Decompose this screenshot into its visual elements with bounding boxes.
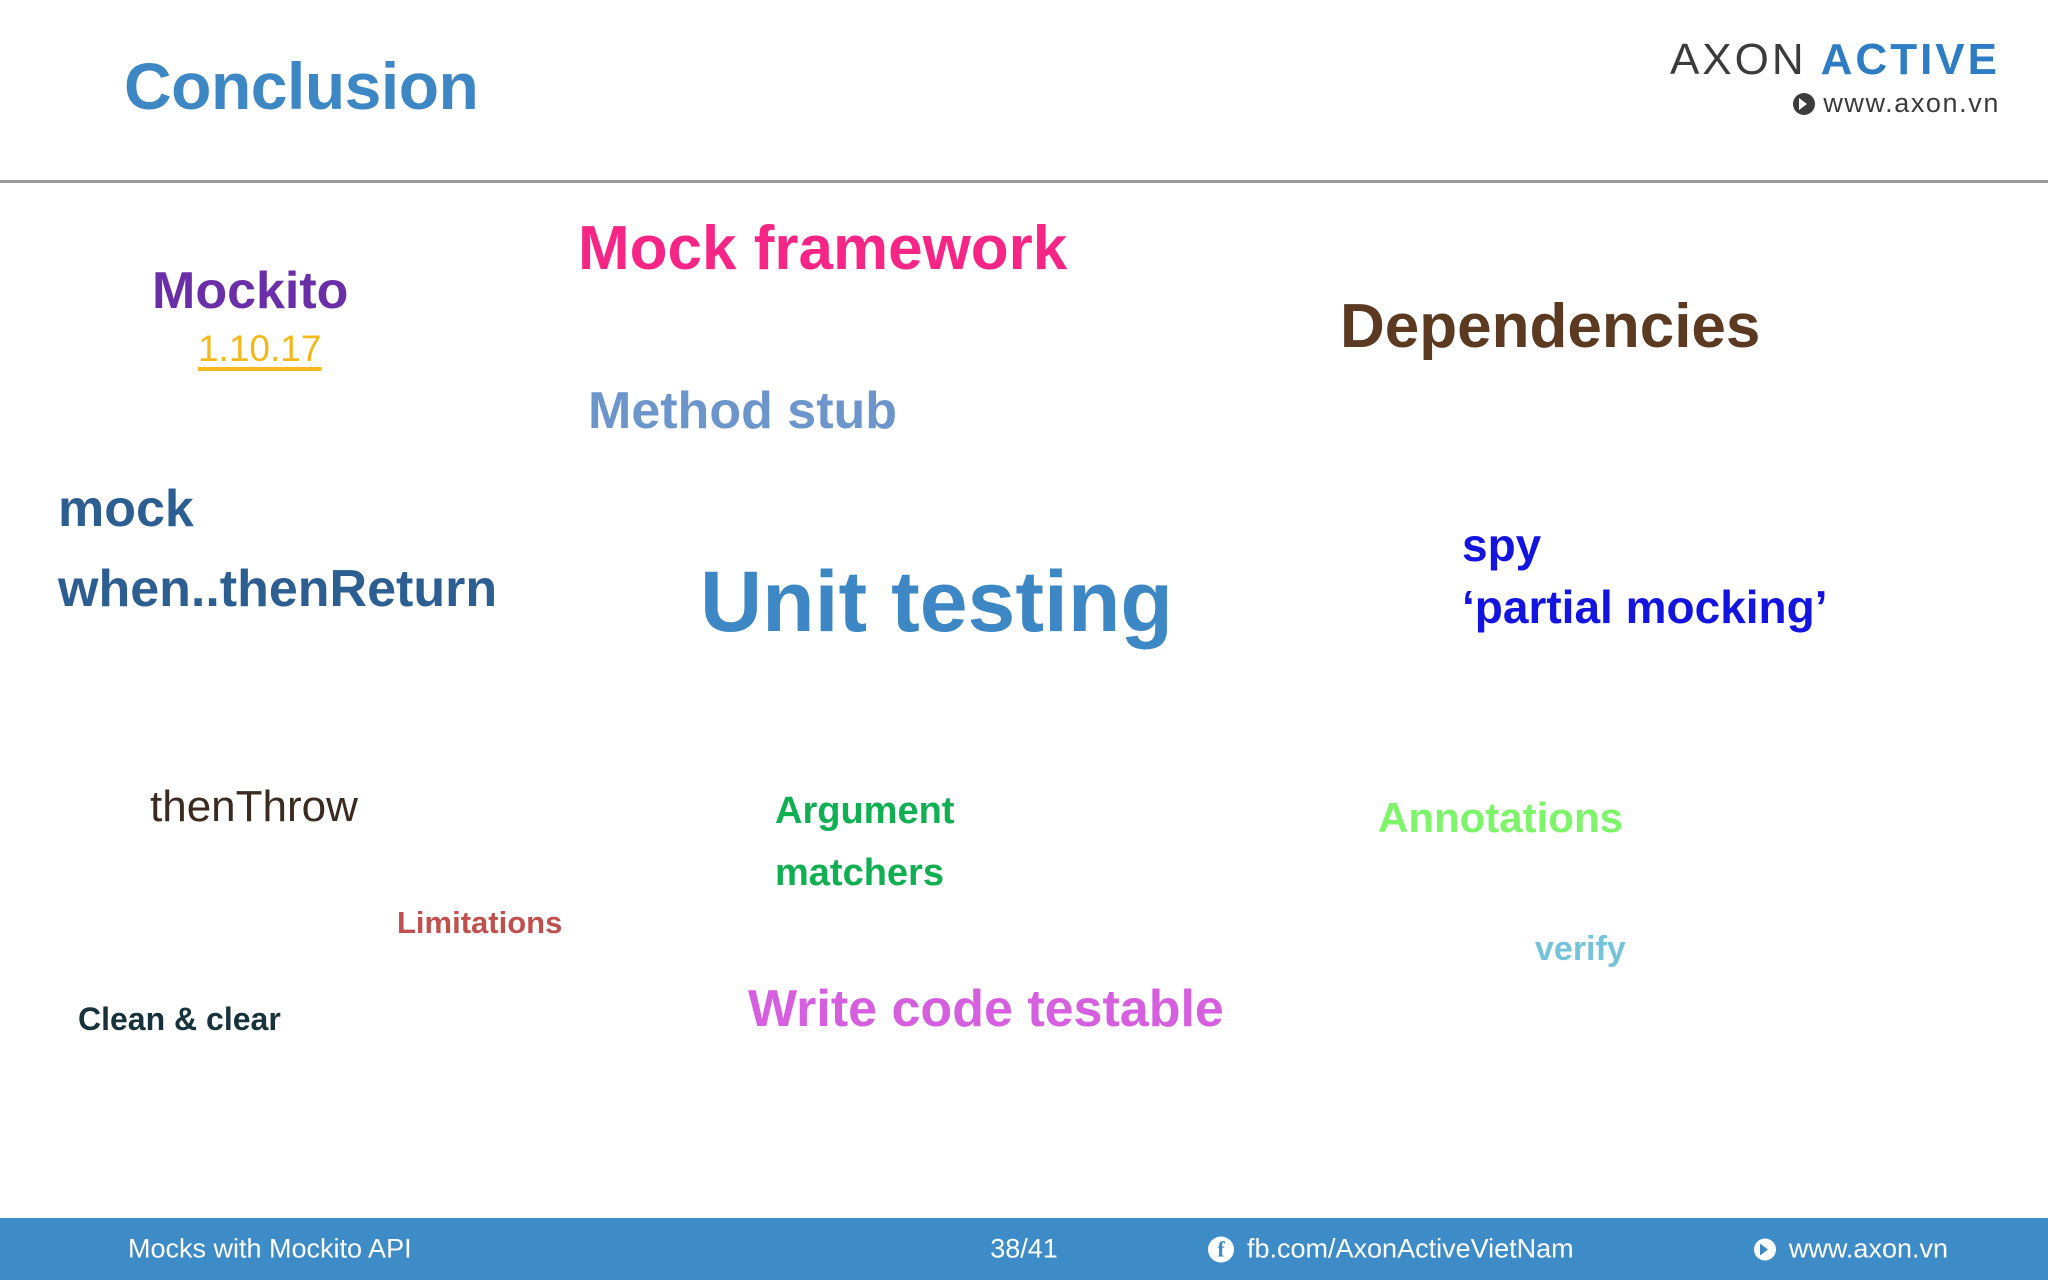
cloud-term: verify (1535, 930, 1626, 968)
cloud-term: Annotations (1378, 794, 1623, 841)
cloud-term: mock (58, 480, 194, 538)
slide-header: Conclusion AXON ACTIVE www.axon.vn (0, 0, 2048, 183)
page-title: Conclusion (124, 49, 479, 123)
logo-wordmark: AXON ACTIVE (1670, 38, 2000, 82)
cloud-term: Write code testable (748, 980, 1224, 1038)
cloud-term: matchers (775, 852, 944, 894)
cloud-term: when..thenReturn (58, 560, 498, 618)
cloud-term: Mock framework (578, 214, 1068, 283)
footer-website-label: www.axon.vn (1788, 1233, 1948, 1264)
cloud-term: 1.10.17 (198, 328, 322, 369)
arrow-circle-icon (1793, 92, 1816, 115)
footer-deck-title: Mocks with Mockito API (128, 1233, 412, 1264)
facebook-icon: f (1208, 1236, 1234, 1262)
axon-active-logo: AXON ACTIVE www.axon.vn (1670, 38, 2000, 119)
slide-footer: Mocks with Mockito API 38/41 f fb.com/Ax… (0, 1218, 2048, 1280)
footer-facebook-link[interactable]: f fb.com/AxonActiveVietNam (1208, 1234, 1574, 1265)
cloud-term: Method stub (588, 382, 898, 440)
cloud-term: Dependencies (1340, 292, 1761, 361)
cloud-term: Limitations (397, 905, 563, 940)
cloud-term: Mockito (152, 262, 349, 320)
cloud-term: Clean & clear (78, 1001, 281, 1037)
header-divider (0, 180, 2048, 183)
cloud-term: Argument (775, 790, 955, 832)
footer-facebook-label: fb.com/AxonActiveVietNam (1247, 1233, 1574, 1264)
logo-axon-text: AXON (1669, 35, 1807, 84)
cloud-term: thenThrow (150, 782, 358, 831)
logo-active-text: ACTIVE (1820, 35, 2000, 84)
cloud-term: ‘partial mocking’ (1462, 581, 1828, 633)
logo-url-row: www.axon.vn (1670, 88, 2000, 119)
footer-page-number: 38/41 (990, 1233, 1058, 1264)
arrow-circle-icon (1753, 1238, 1776, 1260)
footer-website-link[interactable]: www.axon.vn (1753, 1233, 1948, 1265)
cloud-term: Unit testing (700, 554, 1173, 650)
logo-url-text: www.axon.vn (1823, 88, 2000, 118)
cloud-term: spy (1462, 519, 1542, 571)
